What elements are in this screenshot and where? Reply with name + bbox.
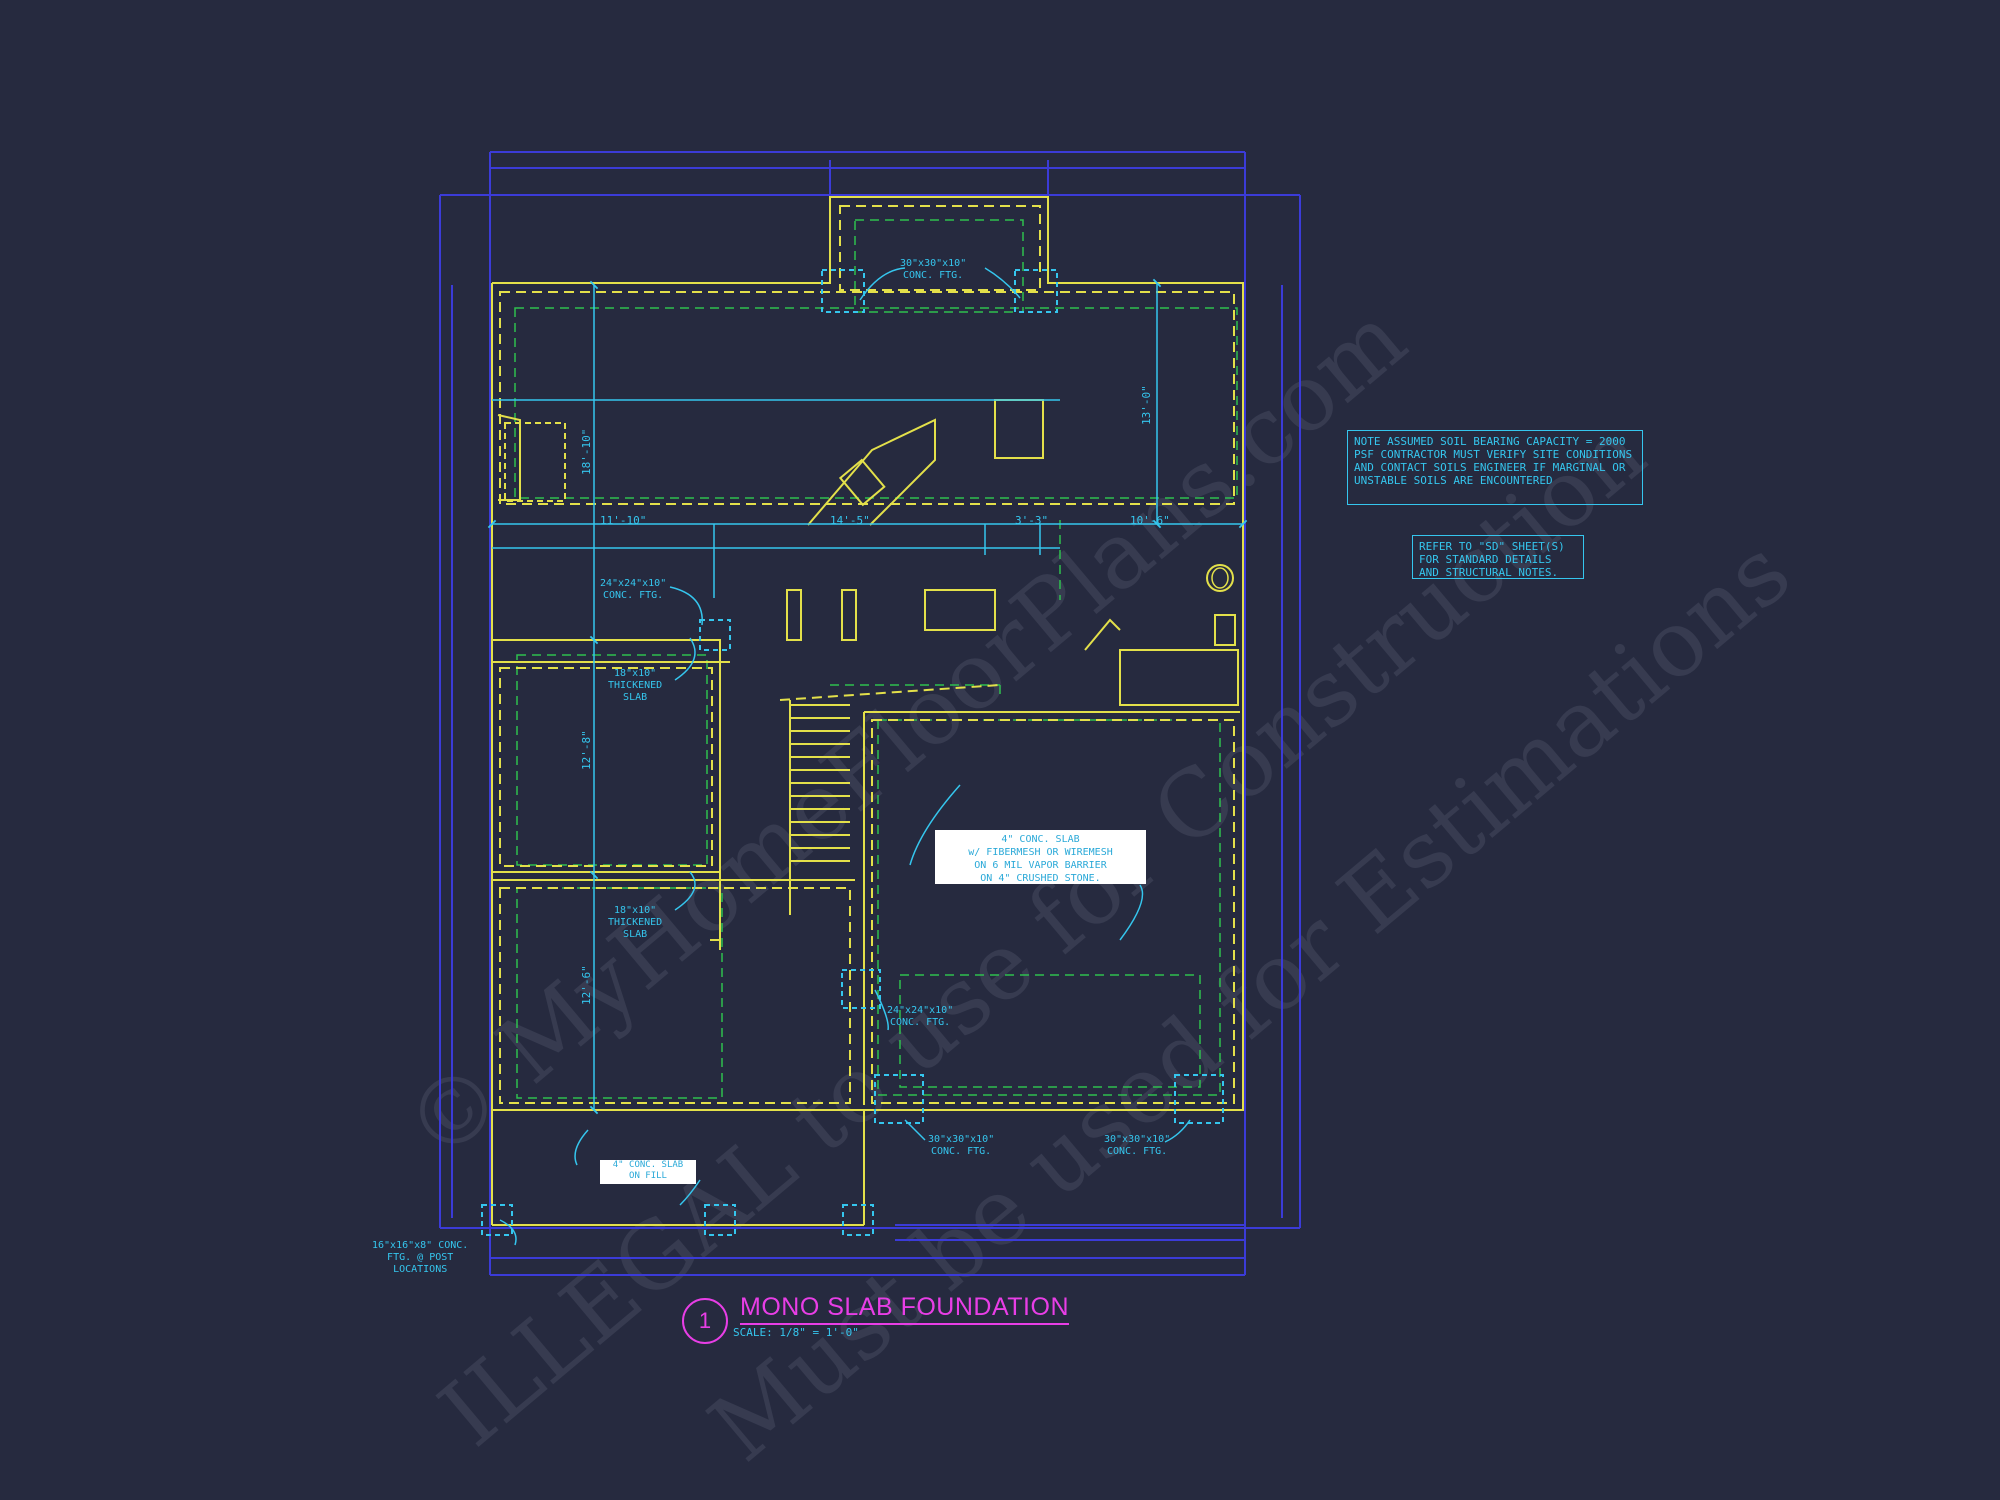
interior-dimension-lines: [487, 267, 1248, 1246]
drawing-title: MONO SLAB FOUNDATION: [740, 1293, 1070, 1325]
dimension-12-8: 12'-8": [580, 730, 593, 770]
dimension-10-6: 10'-6": [1130, 514, 1170, 527]
label-post-ftg: 16"x16"x8" CONC. FTG. @ POST LOCATIONS: [372, 1240, 469, 1275]
overall-dimension-lines: [439, 151, 1301, 1276]
label-slab-fill: 4" CONC. SLAB ON FILL: [600, 1160, 696, 1184]
label-ftg-top: 30"x30"x10" CONC. FTG.: [900, 258, 967, 281]
label-thickened-slab-1: 18"x10" THICKENED SLAB: [608, 668, 663, 703]
label-ftg-30-a: 30"x30"x10" CONC. FTG.: [928, 1134, 995, 1157]
detail-number-bubble: 1: [682, 1298, 728, 1344]
refer-sd-note: REFER TO "SD" SHEET(S) FOR STANDARD DETA…: [1412, 535, 1584, 579]
dimension-13-0: 13'-0": [1140, 385, 1153, 425]
dimension-3-3: 3'-3": [1015, 514, 1048, 527]
soil-bearing-note: NOTE ASSUMED SOIL BEARING CAPACITY = 200…: [1347, 430, 1643, 505]
toilet-glyph: [1211, 567, 1229, 589]
label-slab-main: 4" CONC. SLAB w/ FIBERMESH OR WIREMESH O…: [935, 830, 1146, 884]
label-ftg-24-garage: 24"x24"x10" CONC. FTG.: [887, 1005, 954, 1028]
label-ftg-30-b: 30"x30"x10" CONC. FTG.: [1104, 1134, 1171, 1157]
dimension-12-6: 12'-6": [580, 965, 593, 1005]
dimension-14-5: 14'-5": [830, 514, 870, 527]
dimension-11-10: 11'-10": [600, 514, 646, 527]
dimension-18-10: 18'-10": [580, 429, 593, 475]
foundation-outline: [481, 196, 1244, 1236]
drawing-scale: SCALE: 1/8" = 1'-0": [733, 1326, 859, 1339]
label-thickened-slab-2: 18"x10" THICKENED SLAB: [608, 905, 663, 940]
hidden-footing-lines: [514, 219, 1238, 1099]
label-ftg-24-left: 24"x24"x10" CONC. FTG.: [600, 578, 667, 601]
